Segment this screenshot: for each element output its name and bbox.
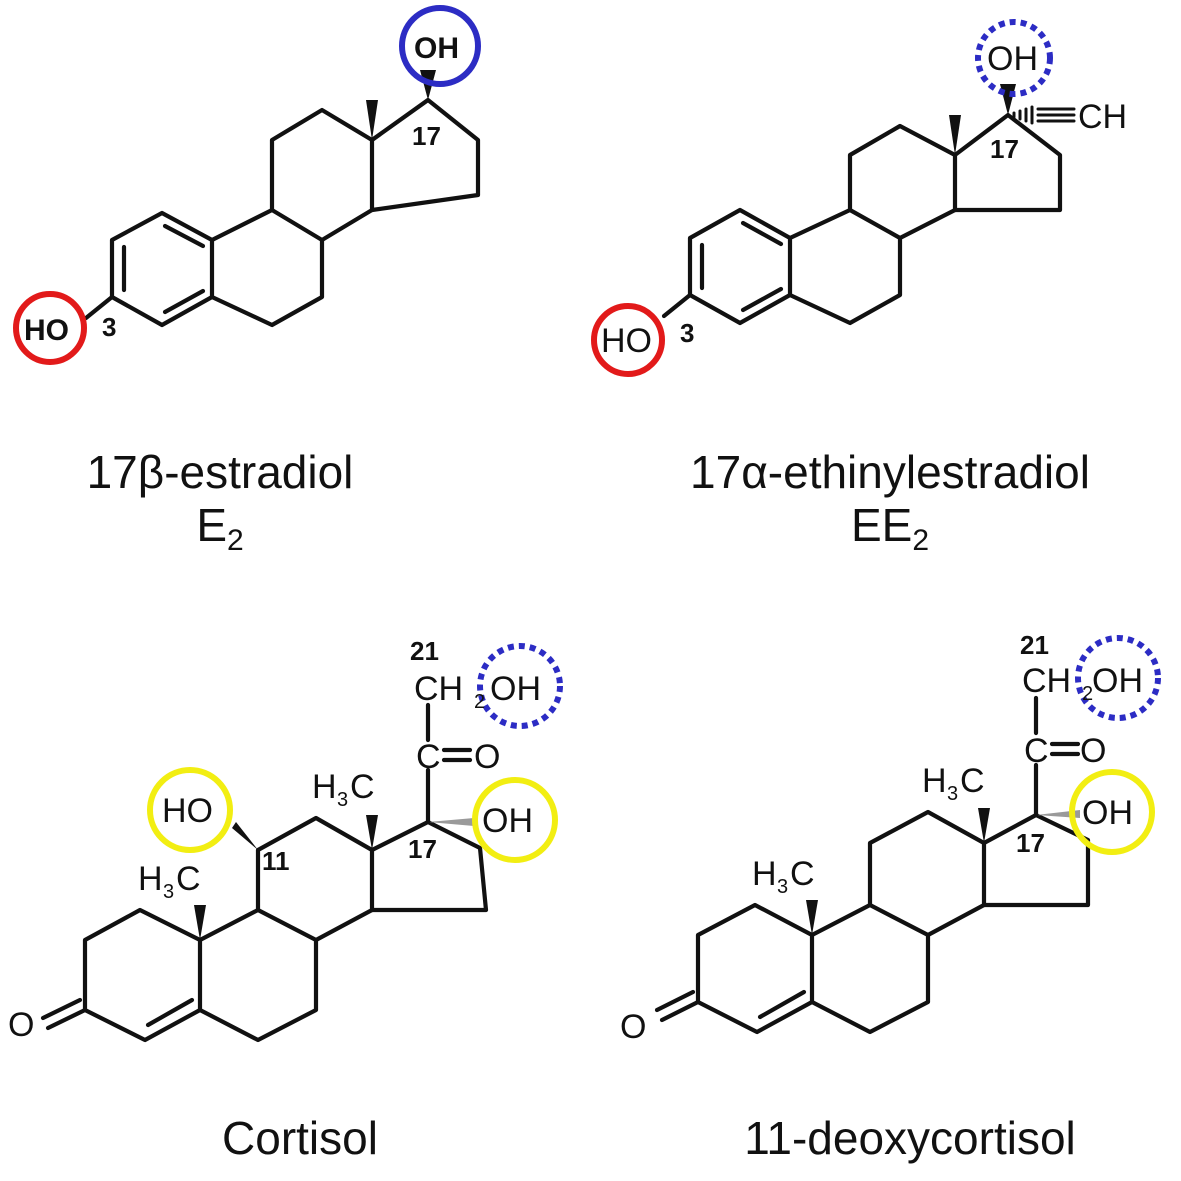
position-21-label: 21 [1020, 630, 1049, 660]
oh21-label: OH [1092, 662, 1143, 700]
h3c-sub-label: 3 [163, 881, 174, 903]
h3c-c-label: C [960, 762, 985, 800]
ho3-red-circle [591, 303, 665, 377]
h3c-sub-label: 3 [947, 783, 958, 805]
position-17-label: 17 [408, 834, 437, 864]
oh-label: OH [482, 802, 533, 840]
position-3-label: 3 [680, 318, 694, 348]
oh-label: OH [987, 40, 1038, 78]
ho3-red-circle [13, 291, 87, 365]
compound-name: 17β-estradiol [86, 446, 354, 498]
cortisol-bonds [40, 702, 489, 1043]
caption-estradiol: 17β-estradiol E2 [30, 446, 410, 558]
position-11-label: 11 [262, 846, 290, 876]
compound-name: 11-deoxycortisol [744, 1112, 1076, 1164]
oh-label: OH [1082, 794, 1133, 832]
c20-o-label: O [1080, 732, 1106, 770]
ho-label: HO [162, 792, 213, 830]
compound-abbreviation: EE2 [620, 499, 1160, 559]
caption-deoxycortisol: 11-deoxycortisol [660, 1112, 1160, 1165]
caption-cortisol: Cortisol [120, 1112, 480, 1165]
oh21-blue-dotted-circle [1075, 635, 1161, 721]
oh17-yellow-circle [1069, 769, 1155, 855]
ch2-sub-label: 2 [1082, 683, 1093, 705]
deoxycortisol-bonds [654, 695, 1091, 1035]
c20-c-label: C [1024, 732, 1049, 770]
ho11-yellow-circle [147, 767, 233, 853]
oh21-blue-dotted-circle [477, 643, 563, 729]
position-21-label: 21 [410, 636, 439, 666]
h3c-sub-label: 3 [337, 789, 348, 811]
oh17-blue-dotted-circle [975, 19, 1053, 97]
ho-label: HO [24, 314, 69, 347]
ch2-label: CH [1022, 662, 1071, 700]
estradiol-bonds [83, 70, 481, 328]
position-17-label: 17 [1016, 828, 1045, 858]
deoxycortisol-structure: O H 3 C H 3 C 17 OH C O 21 CH 2 OH [620, 630, 1161, 1046]
compound-abbreviation: E2 [30, 499, 410, 559]
ethinylestradiol-structure: HO OH 3 17 CH [591, 19, 1127, 377]
ethinylestradiol-bonds [661, 84, 1076, 326]
h3c-c-label: C [350, 768, 375, 806]
cortisol-structure: O HO 11 H 3 C H 3 C 17 OH C O 21 CH 2 OH [8, 636, 563, 1044]
compound-name: 17α-ethinylestradiol [690, 446, 1090, 498]
position-17-label: 17 [412, 121, 441, 151]
compound-name: Cortisol [222, 1112, 378, 1164]
keto-o-label: O [620, 1008, 646, 1046]
oh17-blue-circle [399, 5, 481, 87]
oh17-yellow-circle [472, 777, 558, 863]
oh21-label: OH [490, 670, 541, 708]
h3c-c-label: C [790, 855, 815, 893]
h3c-h-label: H [312, 768, 337, 806]
h3c-c-label: C [176, 860, 201, 898]
ho-label: HO [601, 322, 652, 360]
abbr-sub: 2 [912, 523, 930, 557]
caption-ethinylestradiol: 17α-ethinylestradiol EE2 [620, 446, 1160, 558]
estradiol-structure: HO OH 3 17 [13, 5, 481, 365]
h3c-h-label: H [752, 855, 777, 893]
keto-o-label: O [8, 1006, 34, 1044]
abbr-base: E [196, 498, 227, 551]
position-17-label: 17 [990, 134, 1019, 164]
ch2-label: CH [414, 670, 463, 708]
ch-label: CH [1078, 98, 1127, 136]
position-3-label: 3 [102, 312, 116, 342]
c20-c-label: C [416, 738, 441, 776]
abbr-base: EE [850, 498, 913, 551]
hashed-bond [1012, 105, 1034, 125]
c20-o-label: O [474, 738, 500, 776]
ch2-sub-label: 2 [474, 691, 485, 713]
h3c-h-label: H [922, 762, 947, 800]
oh-label: OH [414, 32, 459, 65]
h3c-sub-label: 3 [777, 876, 788, 898]
abbr-sub: 2 [227, 523, 244, 557]
h3c-h-label: H [138, 860, 163, 898]
